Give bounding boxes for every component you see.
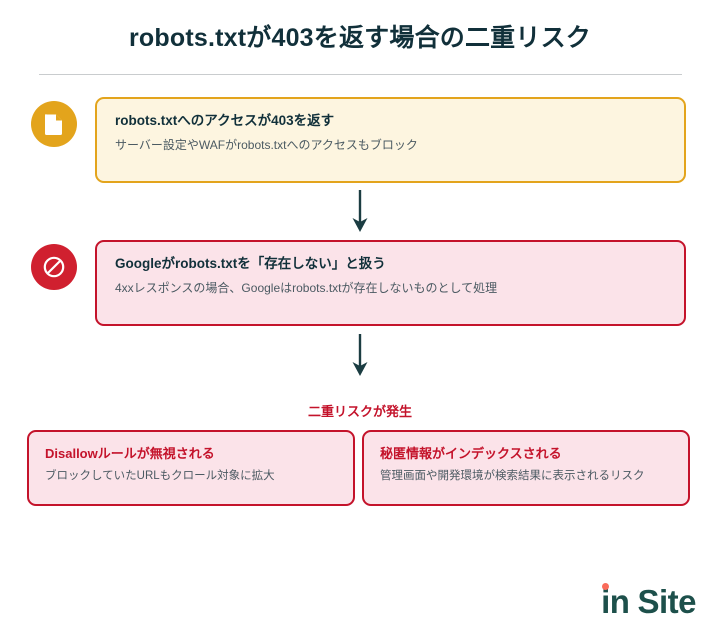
risk-label: 二重リスクが発生	[307, 404, 412, 419]
flow-arrow-2	[345, 334, 375, 378]
page-title: robots.txtが403を返す場合の二重リスク	[129, 24, 591, 52]
flow-step-1-subtitle: サーバー設定やWAFがrobots.txtへのアクセスもブロック	[115, 138, 418, 153]
outcome-card-1: Disallowルールが無視される ブロックしていたURLもクロール対象に拡大	[27, 430, 355, 506]
title-divider	[39, 74, 682, 75]
outcome-1-subtitle: ブロックしていたURLもクロール対象に拡大	[45, 469, 275, 482]
flow-step-card-1: robots.txtへのアクセスが403を返す サーバー設定やWAFがrobot…	[95, 97, 686, 183]
prohibited-icon	[31, 244, 77, 290]
document-icon	[31, 101, 77, 147]
flow-step-2-title: Googleがrobots.txtを「存在しない」と扱う	[115, 256, 386, 271]
flow-step-1-title: robots.txtへのアクセスが403を返す	[115, 113, 335, 128]
brand-logo-site: Site	[637, 583, 696, 620]
outcome-2-title: 秘匿情報がインデックスされる	[380, 446, 562, 461]
flow-step-2-subtitle: 4xxレスポンスの場合、Googleはrobots.txtが存在しないものとして…	[115, 281, 498, 296]
brand-logo: in Site	[601, 583, 696, 620]
outcome-1-title: Disallowルールが無視される	[45, 446, 215, 461]
outcome-card-2: 秘匿情報がインデックスされる 管理画面や開発環境が検索結果に表示されるリスク	[362, 430, 690, 506]
flow-arrow-1	[345, 190, 375, 234]
brand-logo-in: in	[601, 583, 630, 620]
outcome-2-subtitle: 管理画面や開発環境が検索結果に表示されるリスク	[380, 469, 645, 482]
flow-step-card-2: Googleがrobots.txtを「存在しない」と扱う 4xxレスポンスの場合…	[95, 240, 686, 326]
